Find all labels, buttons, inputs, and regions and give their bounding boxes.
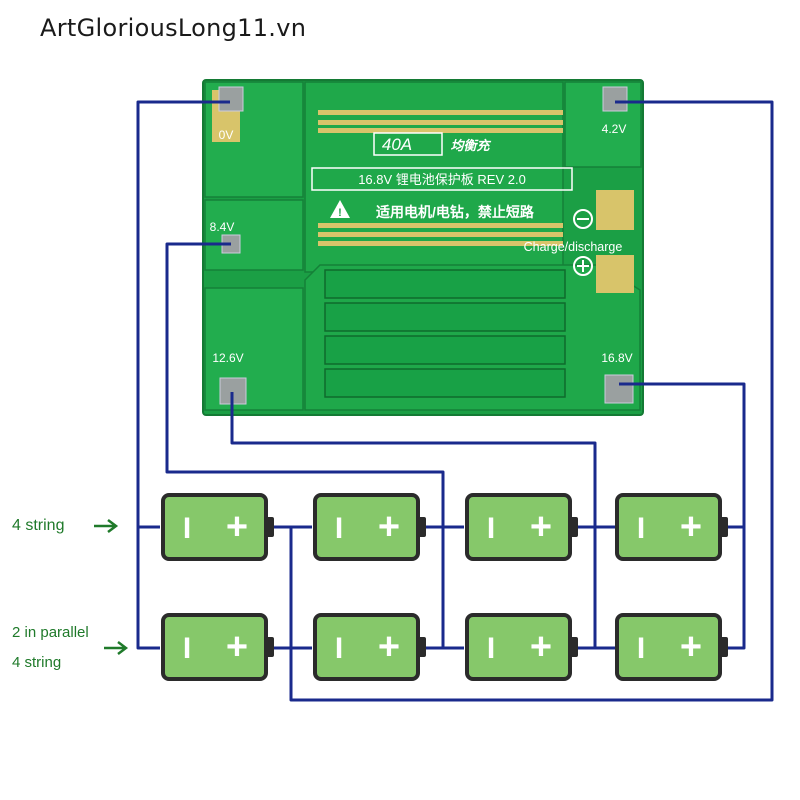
wire-0v [136, 100, 230, 650]
battery-minus-mark: I [487, 632, 495, 665]
battery-plus-mark: + [378, 506, 400, 548]
svg-text:!: ! [338, 207, 342, 219]
battery-plus-mark: + [530, 626, 552, 668]
warning-icon [330, 200, 350, 218]
battery-minus-mark: I [335, 632, 343, 665]
terminal-pad-16v8 [604, 374, 634, 404]
battery-plus-mark: + [680, 506, 702, 548]
battery-terminal-cap [570, 517, 578, 537]
battery-terminal-cap [266, 517, 274, 537]
warning-label: 适用电机/电钻，禁止短路 [376, 204, 535, 220]
battery-plus-mark: + [530, 506, 552, 548]
battery-cell: I+ [465, 613, 578, 681]
battery-terminal-cap [418, 637, 426, 657]
wire-4v2 [289, 100, 774, 702]
battery-minus-mark: I [183, 632, 191, 665]
terminal-pad-0v [218, 86, 244, 112]
arrow-right-icon [104, 641, 129, 655]
battery-minus-mark: I [637, 632, 645, 665]
battery-group: I+I+I+I+I+I+I+I+ [161, 493, 728, 681]
label-16v8: 16.8V [601, 351, 632, 365]
battery-terminal-cap [720, 637, 728, 657]
charge-discharge-label: Charge/discharge [524, 240, 623, 254]
battery-minus-mark: I [335, 512, 343, 545]
battery-terminal-cap [570, 637, 578, 657]
wiring [136, 100, 774, 702]
label-4v2: 4.2V [602, 122, 627, 136]
battery-cell: I+ [465, 493, 578, 561]
label-8v4: 8.4V [210, 220, 235, 234]
label-4-string-2: 4 string [12, 654, 61, 671]
battery-cell: I+ [615, 493, 728, 561]
plus-circle-icon [573, 256, 593, 276]
bms-board: ! 40A 均衡充 16.8V 锂电池保护板 REV 2.0 适用电机/电钻，禁… [202, 79, 644, 416]
terminal-pad-4v2 [602, 86, 628, 112]
battery-cell: I+ [161, 613, 274, 681]
wire-8v4 [165, 242, 445, 648]
battery-cell: I+ [313, 493, 426, 561]
battery-plus-mark: + [226, 626, 248, 668]
rating-label: 40A [382, 135, 412, 154]
battery-plus-mark: + [226, 506, 248, 548]
row-labels: 4 string 2 in parallel 4 string [12, 517, 129, 671]
battery-terminal-cap [266, 637, 274, 657]
battery-terminal-cap [418, 517, 426, 537]
minus-circle-icon [573, 209, 593, 229]
label-0v: 0V [219, 128, 234, 142]
battery-minus-mark: I [637, 512, 645, 545]
label-2-in-parallel: 2 in parallel [12, 624, 89, 641]
battery-cell: I+ [615, 613, 728, 681]
model-label: 16.8V 锂电池保护板 REV 2.0 [358, 172, 526, 187]
label-12v6: 12.6V [212, 351, 243, 365]
brand-label: 均衡充 [450, 138, 491, 153]
battery-minus-mark: I [487, 512, 495, 545]
battery-minus-mark: I [183, 512, 191, 545]
battery-plus-mark: + [378, 626, 400, 668]
battery-plus-mark: + [680, 626, 702, 668]
wire-12v6 [230, 392, 597, 648]
arrow-right-icon [94, 519, 119, 533]
battery-terminal-cap [720, 517, 728, 537]
wire-16v8 [619, 382, 746, 650]
watermark-text: ArtGloriousLong11.vn [40, 14, 307, 42]
battery-cell: I+ [313, 613, 426, 681]
battery-cell: I+ [161, 493, 274, 561]
label-4-string: 4 string [12, 517, 64, 534]
